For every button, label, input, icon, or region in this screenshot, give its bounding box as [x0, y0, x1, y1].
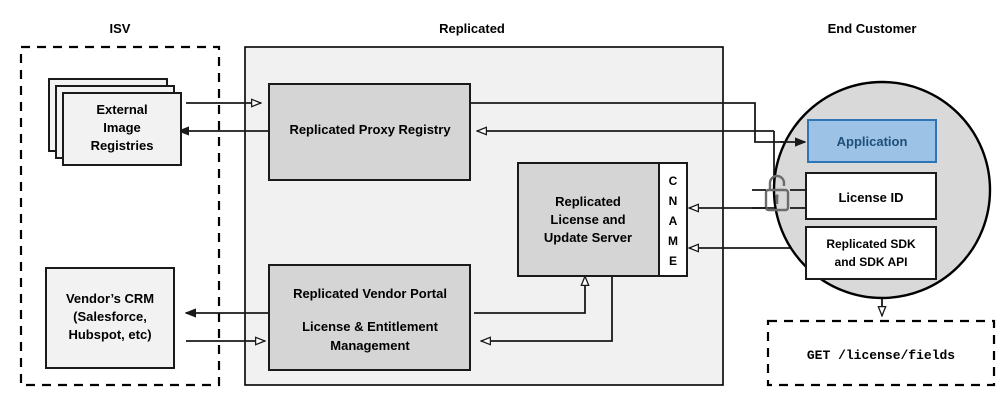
application-box[interactable]: Application: [807, 119, 937, 163]
crm-label-line1: Vendor’s CRM: [66, 291, 154, 306]
header-end-customer: End Customer: [828, 21, 917, 36]
replicated-sdk-box[interactable]: Replicated SDK and SDK API: [805, 226, 937, 280]
proxy-registry-rect: [268, 83, 471, 181]
crm-box: [45, 267, 175, 369]
replicated-license-update-server-box[interactable]: Replicated License and Update Server: [517, 162, 660, 277]
api-call-rect: [766, 319, 996, 387]
license-server-rect: [517, 162, 660, 277]
header-isv: ISV: [110, 21, 131, 36]
cname-strip[interactable]: C N A M E: [658, 162, 688, 277]
arrow-license-server-to-vendor-portal: [481, 270, 613, 341]
cname-letter-2: A: [669, 214, 678, 228]
crm-label-line2: (Salesforce,: [73, 309, 147, 324]
unlocked-padlock-icon: [764, 174, 790, 212]
replicated-vendor-portal-box[interactable]: Replicated Vendor Portal License & Entit…: [268, 264, 471, 371]
license-server-label-line2: License and: [550, 212, 625, 227]
arrow-vendor-portal-to-license-server: [474, 276, 585, 314]
header-replicated: Replicated: [439, 21, 505, 36]
application-rect: [807, 119, 937, 163]
cname-letter-3: M: [668, 234, 678, 248]
registry-stack-front: [62, 92, 182, 166]
sdk-label-line2: and SDK API: [835, 255, 908, 269]
vendor-portal-label-line2: License & Entitlement: [302, 319, 438, 334]
sdk-rect: [805, 226, 937, 280]
sdk-label-line1: Replicated SDK: [826, 237, 916, 251]
api-call-box[interactable]: GET /license/fields: [766, 319, 996, 387]
cname-rect: [658, 162, 688, 277]
license-id-rect: [805, 172, 937, 220]
license-server-label-line1: Replicated: [555, 194, 621, 209]
external-image-registries[interactable]: External Image Registries: [48, 78, 182, 166]
registries-label-line3: Registries: [91, 138, 154, 153]
cname-letter-1: N: [669, 194, 678, 208]
cname-letter-0: C: [669, 174, 678, 188]
vendors-crm-box[interactable]: Vendor’s CRM (Salesforce, Hubspot, etc): [45, 267, 175, 369]
vendor-portal-label-line3: Management: [330, 338, 410, 353]
registries-label-line1: External: [96, 102, 147, 117]
application-label: Application: [837, 134, 908, 149]
cname-letter-4: E: [669, 254, 677, 268]
registries-label-line2: Image: [103, 120, 141, 135]
crm-label-line3: Hubspot, etc): [68, 327, 151, 342]
vendor-portal-label-line1: Replicated Vendor Portal: [293, 286, 447, 301]
license-id-label: License ID: [838, 190, 903, 205]
license-id-box[interactable]: License ID: [805, 172, 937, 220]
proxy-registry-label: Replicated Proxy Registry: [289, 122, 451, 137]
isv-group-boundary: [19, 45, 221, 387]
api-call-label: GET /license/fields: [807, 348, 955, 363]
license-server-label-line3: Update Server: [544, 230, 632, 245]
vendor-portal-rect: [268, 264, 471, 371]
replicated-proxy-registry-box[interactable]: Replicated Proxy Registry: [268, 83, 471, 181]
